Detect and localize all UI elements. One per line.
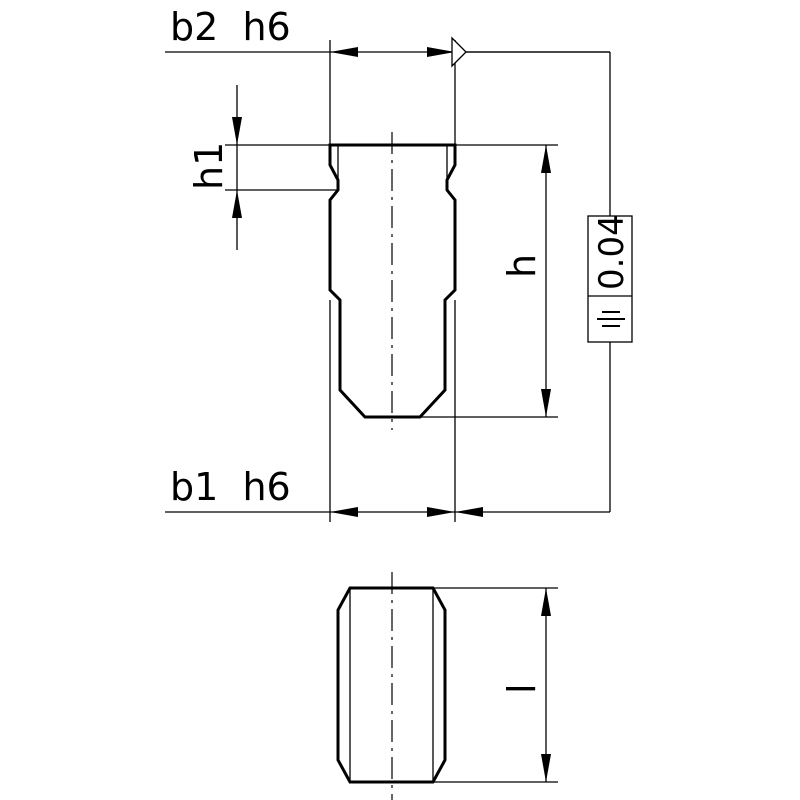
b1-arrow-right <box>455 507 483 517</box>
b2-arrow-right <box>427 47 455 57</box>
dimension-b1: b1 h6 <box>165 300 610 522</box>
b2-label: b2 h6 <box>170 5 291 49</box>
key-side-view <box>336 572 447 800</box>
l-label: l <box>500 683 544 694</box>
dimension-l: l <box>433 587 558 783</box>
b2-arrow-left <box>330 47 358 57</box>
b1-label: b1 h6 <box>170 465 291 509</box>
l-arrow-bottom <box>541 754 551 782</box>
h1-label: h1 <box>187 142 231 190</box>
h1-arrow-bottom <box>232 190 242 218</box>
key-front-view <box>328 132 457 430</box>
h1-arrow-top <box>232 117 242 145</box>
b1-arrow-left <box>330 507 358 517</box>
tolerance-value: 0.04 <box>592 214 632 290</box>
dimension-h: h <box>420 144 558 418</box>
h-arrow-bottom <box>541 389 551 417</box>
dimension-h1: h1 <box>187 85 338 250</box>
symmetry-symbol-icon <box>597 311 625 327</box>
h-arrow-top <box>541 145 551 173</box>
tolerance-datum-arrow <box>451 36 467 68</box>
tolerance-frame <box>587 215 633 343</box>
h-label: h <box>500 254 544 278</box>
symmetry-tolerance: 0.04 <box>466 51 633 512</box>
dimension-b2: b2 h6 <box>165 5 610 145</box>
b1-arrow-inner <box>427 507 455 517</box>
l-arrow-top <box>541 588 551 616</box>
